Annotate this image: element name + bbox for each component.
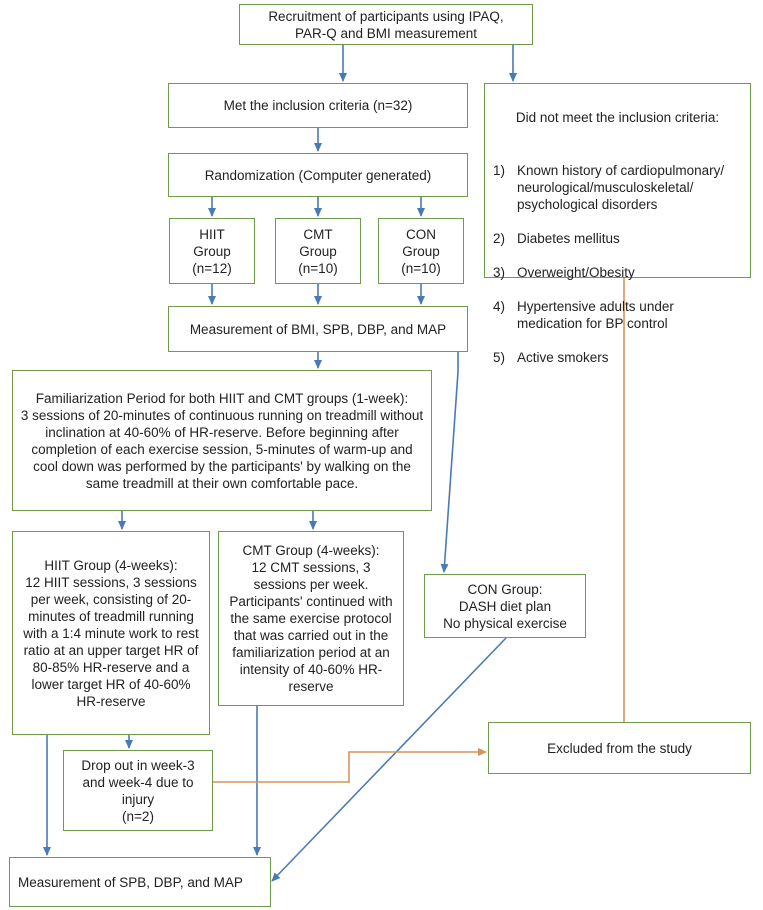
measurement-post-box: Measurement of SPB, DBP, and MAP <box>9 857 271 907</box>
exclusion-item: 1)Known history of cardiopulmonary/ neur… <box>493 163 725 212</box>
cmt-protocol-box: CMT Group (4-weeks): 12 CMT sessions, 3 … <box>218 531 404 706</box>
exclusion-list: 1)Known history of cardiopulmonary/ neur… <box>493 145 742 383</box>
recruitment-box: Recruitment of participants using IPAQ, … <box>239 4 533 45</box>
not-met-criteria-box: Did not meet the inclusion criteria: 1)K… <box>484 83 751 365</box>
con-group-box: CON Group (n=10) <box>378 218 464 284</box>
exclusion-item: 2)Diabetes mellitus <box>493 231 620 246</box>
arrow-con-to-final <box>271 637 507 882</box>
arrow-measure-to-con-group <box>440 352 459 573</box>
not-met-title: Did not meet the inclusion criteria: <box>515 110 720 125</box>
exclusion-item: 3)Overweight/Obesity <box>493 265 635 280</box>
hiit-group-box: HIIT Group (n=12) <box>169 218 255 284</box>
hiit-protocol-box: HIIT Group (4-weeks): 12 HIIT sessions, … <box>12 531 210 735</box>
arrow-dropout-to-excluded <box>213 748 487 783</box>
exclusion-item: 4)Hypertensive adults under medication f… <box>493 299 674 331</box>
randomization-box: Randomization (Computer generated) <box>168 153 468 197</box>
measurement-pre-box: Measurement of BMI, SPB, DBP, and MAP <box>168 306 468 352</box>
excluded-box: Excluded from the study <box>488 722 751 774</box>
con-protocol-box: CON Group: DASH diet plan No physical ex… <box>424 574 586 638</box>
exclusion-item: 5)Active smokers <box>493 350 609 365</box>
cmt-group-box: CMT Group (n=10) <box>275 218 361 284</box>
familiarization-box: Familiarization Period for both HIIT and… <box>12 370 432 511</box>
met-criteria-box: Met the inclusion criteria (n=32) <box>168 83 468 128</box>
dropout-box: Drop out in week-3 and week-4 due to inj… <box>63 750 213 831</box>
